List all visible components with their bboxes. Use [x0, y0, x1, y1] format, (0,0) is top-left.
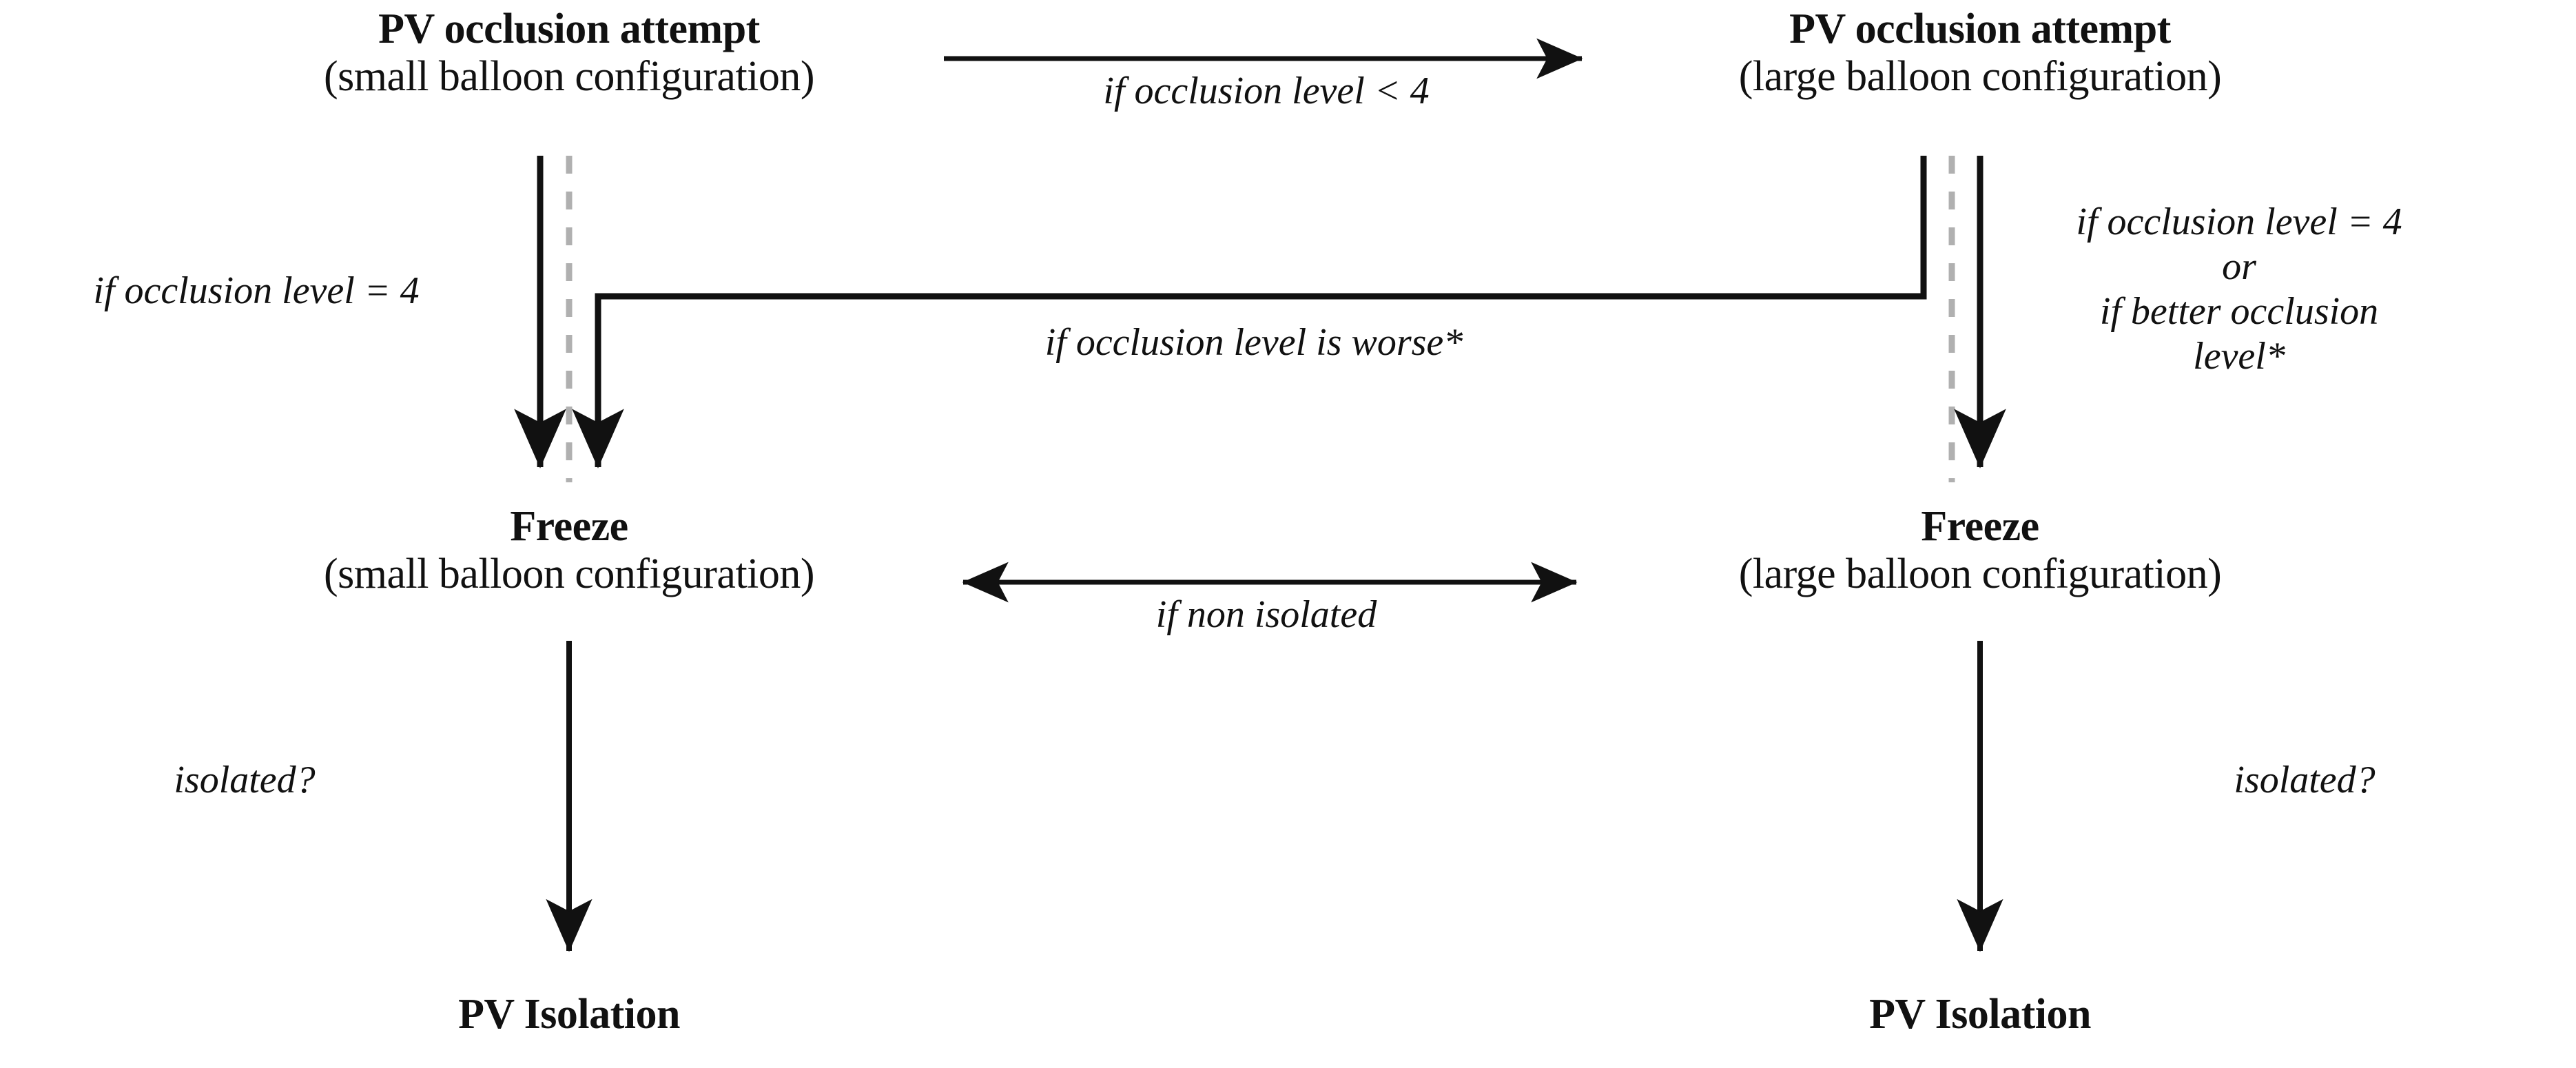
edge-label-isolated-left: isolated?: [174, 758, 315, 803]
node-pv-isolation-left[interactable]: PV Isolation: [458, 991, 680, 1038]
edge-label-line: if occlusion level = 4: [2076, 201, 2402, 243]
edge-label-line: if better occlusion level*: [2099, 289, 2379, 378]
edge-label-line: if occlusion level is worse*: [1044, 321, 1463, 364]
node-pv-isolation-right[interactable]: PV Isolation: [1869, 991, 2091, 1038]
node-title: Freeze: [1921, 503, 2039, 550]
edge-label-line: if non isolated: [1155, 593, 1377, 636]
edge-label-occlusion-worse: if occlusion level is worse*: [1045, 320, 1463, 365]
node-subtitle: (small balloon configuration): [323, 551, 815, 598]
edge-label-occlusion-eq-4-left: if occlusion level = 4: [93, 269, 419, 314]
node-pv-occlusion-small[interactable]: PV occlusion attempt (small balloon conf…: [323, 6, 815, 101]
node-title: PV Isolation: [1869, 991, 2091, 1038]
node-freeze-small[interactable]: Freeze (small balloon configuration): [323, 503, 815, 599]
edge-label-occlusion-lt-4: if occlusion level < 4: [1103, 69, 1429, 114]
node-title: PV occlusion attempt: [1789, 6, 2171, 52]
node-title: Freeze: [510, 503, 628, 550]
edge-label-line: if occlusion level < 4: [1103, 70, 1430, 112]
node-title: PV Isolation: [458, 991, 680, 1038]
node-subtitle: (small balloon configuration): [323, 53, 815, 101]
edge-label-isolated-right: isolated?: [2234, 758, 2375, 803]
node-title: PV occlusion attempt: [378, 6, 760, 52]
node-subtitle: (large balloon configuration): [1738, 53, 2222, 101]
edge-label-line: if occlusion level = 4: [93, 269, 420, 312]
node-subtitle: (large balloon configuration): [1738, 551, 2222, 598]
node-pv-occlusion-large[interactable]: PV occlusion attempt (large balloon conf…: [1739, 6, 2222, 101]
edge-label-line: isolated?: [2234, 759, 2376, 801]
edge-label-line: isolated?: [174, 759, 316, 801]
edge-label-non-isolated: if non isolated: [1156, 593, 1377, 637]
node-freeze-large[interactable]: Freeze (large balloon configuration): [1739, 503, 2222, 599]
edge-large-occlusion-worse-to-freeze-small: [572, 156, 1927, 469]
edge-label-line: or: [2222, 245, 2256, 288]
edge-label-occlusion-eq-4-or-better: if occlusion level = 4 or if better occl…: [2071, 200, 2408, 379]
